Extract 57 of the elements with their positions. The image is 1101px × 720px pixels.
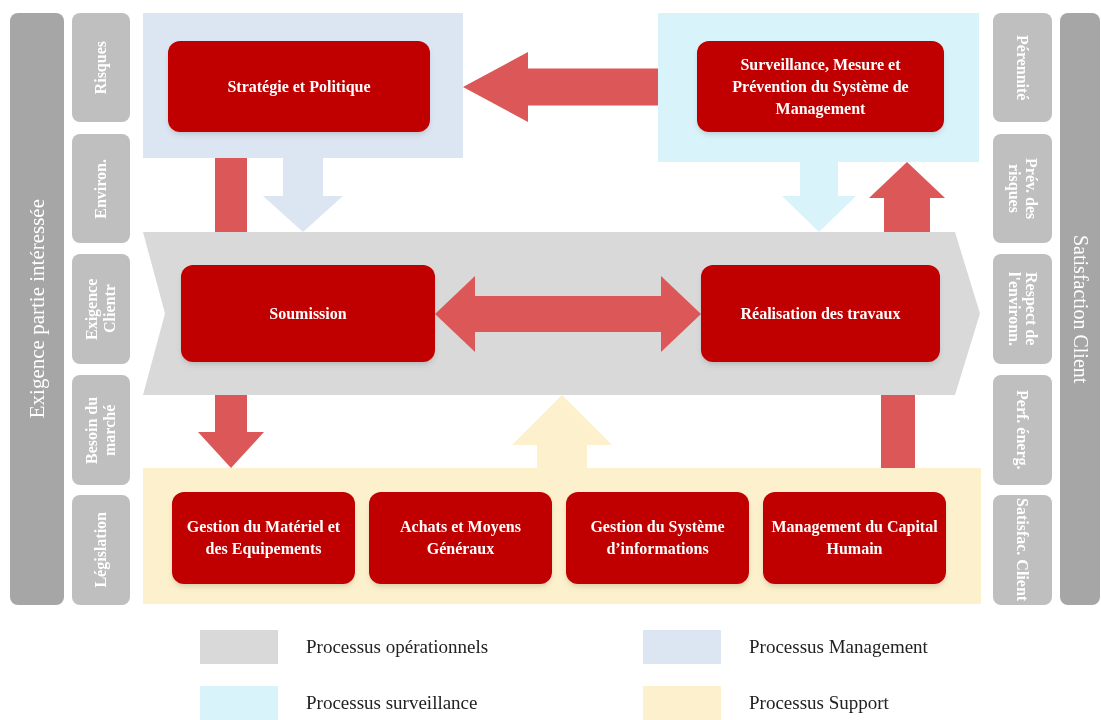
side-box <box>993 13 1052 122</box>
connector-bar <box>215 158 247 232</box>
process-box <box>181 265 435 362</box>
vertical-label: Environ. <box>92 158 110 219</box>
process-label: Stratégie et Politique <box>226 76 372 98</box>
process-box <box>168 41 430 132</box>
side-box <box>993 254 1052 364</box>
block-arrow <box>463 52 658 122</box>
legend-label: Processus Support <box>749 690 889 715</box>
legend-label: Processus opérationnels <box>306 634 489 659</box>
vertical-label: Législation <box>92 512 110 588</box>
block-arrow <box>782 162 856 232</box>
process-label: Surveillance, Mesure et Prévention du Système de Management <box>731 54 910 120</box>
process-label: Management du Capital Humain <box>770 517 939 559</box>
vertical-label: Perf. énerg. <box>1013 390 1032 470</box>
vertical-label: Risques <box>92 40 110 95</box>
block-arrow <box>512 395 612 468</box>
process-box <box>697 41 944 132</box>
side-box <box>993 375 1052 485</box>
process-box <box>701 265 940 362</box>
process-label: Gestion du Système d’informations <box>589 517 726 559</box>
block-arrow <box>435 276 701 352</box>
process-box <box>369 492 552 584</box>
chevron-band <box>143 232 980 395</box>
side-bar <box>1060 13 1100 605</box>
process-label: Réalisation des travaux <box>739 303 902 324</box>
process-box <box>172 492 355 584</box>
vertical-label: Exigence partie intéressée <box>23 199 50 419</box>
process-band <box>658 13 979 162</box>
vertical-label: Satisfac. Client <box>1013 498 1032 602</box>
side-box <box>72 13 130 122</box>
side-bar <box>10 13 64 605</box>
side-box <box>72 254 130 364</box>
block-arrow <box>869 162 945 232</box>
vertical-label: Pérennité <box>1013 34 1032 101</box>
process-box <box>566 492 749 584</box>
block-arrow <box>198 395 264 468</box>
process-label: Gestion du Matériel et des Equipements <box>185 517 342 560</box>
process-band <box>143 13 463 158</box>
process-label: Soumission <box>268 303 348 324</box>
side-box <box>72 495 130 605</box>
side-box <box>72 134 130 243</box>
block-arrow <box>263 158 343 232</box>
connector-bar <box>881 395 915 468</box>
side-box <box>993 495 1052 605</box>
vertical-label: Exigence Clientr <box>83 277 119 342</box>
side-box <box>993 134 1052 243</box>
side-box <box>72 375 130 485</box>
vertical-label: Satisfaction Client <box>1068 234 1093 384</box>
vertical-label: Respect de l'environn. <box>1004 271 1041 348</box>
process-label: Achats et Moyens Généraux <box>399 517 522 559</box>
vertical-label: Besoin du marché <box>83 395 119 466</box>
legend-label: Processus surveillance <box>306 690 478 715</box>
process-box <box>763 492 946 584</box>
legend-label: Processus Management <box>749 634 928 659</box>
vertical-label: Prév. des risques <box>1004 156 1041 222</box>
process-band <box>143 468 981 604</box>
